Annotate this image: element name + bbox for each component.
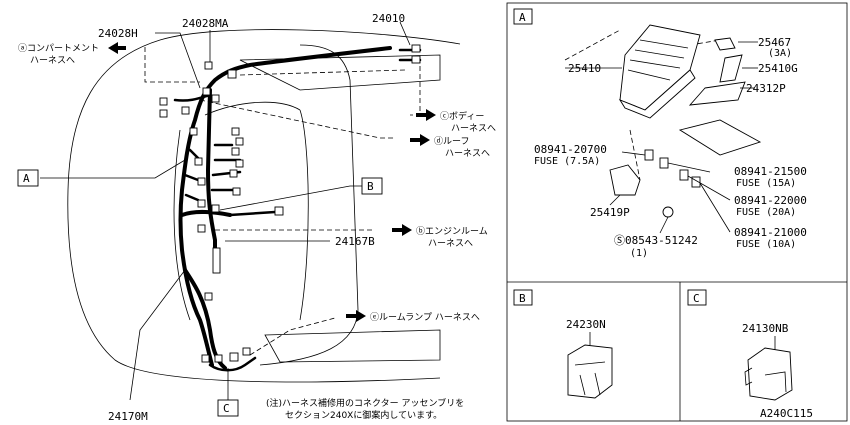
ref-compartment-2: ハーネスへ bbox=[30, 55, 75, 66]
svg-text:A: A bbox=[23, 172, 30, 185]
ref-body-2: ハーネスへ bbox=[451, 123, 496, 134]
callout-a: A bbox=[17, 169, 39, 187]
label-fuse-15a: FUSE (15A) bbox=[736, 178, 796, 189]
label-25467-amp: (3A) bbox=[768, 48, 792, 59]
panel-c-tag: C bbox=[693, 292, 700, 305]
note-line-1: (注)ハーネス補修用のコネクター アッセンブリを bbox=[266, 397, 464, 409]
label-08941-21000: 08941-21000 bbox=[734, 226, 807, 239]
label-24010: 24010 bbox=[372, 12, 405, 25]
label-screw: Ⓢ08543-51242 bbox=[614, 234, 698, 247]
ref-body: ⓒボディー bbox=[440, 110, 484, 122]
ref-roomlamp: ⓔルームランプ ハーネスへ bbox=[370, 312, 480, 323]
arrow-body-icon bbox=[416, 109, 436, 121]
tray bbox=[678, 119, 762, 156]
ref-compartment: ⓐコンパートメント bbox=[18, 43, 99, 54]
arrow-compartment-icon bbox=[108, 42, 126, 54]
label-24028h: 24028H bbox=[98, 27, 138, 40]
arrow-engine-icon bbox=[392, 224, 412, 236]
fuse-21500 bbox=[659, 157, 669, 169]
bracket-25419p bbox=[609, 164, 641, 196]
label-24167b: 24167B bbox=[335, 235, 375, 248]
ref-roof-2: ハーネスへ bbox=[445, 148, 490, 159]
label-25419p: 25419P bbox=[590, 206, 630, 219]
fuse-puller-25410g bbox=[719, 54, 743, 83]
panel-c: C 24130NB bbox=[687, 289, 793, 401]
label-24312p: 24312P bbox=[746, 82, 786, 95]
svg-text:C: C bbox=[223, 402, 230, 415]
fuse-21000 bbox=[691, 176, 701, 188]
panel-frames bbox=[506, 2, 848, 422]
figure-id: A240C115 bbox=[760, 407, 813, 420]
connector-24230n bbox=[567, 344, 613, 399]
label-25410: 25410 bbox=[568, 62, 601, 75]
label-24170m: 24170M bbox=[108, 410, 148, 423]
ref-roof: ⓓルーフ bbox=[434, 136, 469, 147]
label-fuse-7-5a: FUSE (7.5A) bbox=[534, 156, 600, 167]
label-24028ma: 24028MA bbox=[182, 17, 229, 30]
label-screw-qty: (1) bbox=[630, 248, 648, 259]
label-25410g: 25410G bbox=[758, 62, 798, 75]
panel-b: B 24230N bbox=[513, 289, 613, 399]
label-08941-21500: 08941-21500 bbox=[734, 165, 807, 178]
label-08941-20700: 08941-20700 bbox=[534, 143, 607, 156]
label-24230n: 24230N bbox=[566, 318, 606, 331]
car-body-outline bbox=[67, 29, 461, 383]
svg-text:B: B bbox=[367, 180, 374, 193]
fuse-25467 bbox=[714, 37, 736, 51]
callout-c: C bbox=[217, 399, 239, 417]
label-fuse-20a: FUSE (20A) bbox=[736, 207, 796, 218]
ref-engine-2: ハーネスへ bbox=[428, 238, 473, 249]
ref-engine: ⓑエンジンルーム bbox=[416, 226, 488, 237]
label-24130nb: 24130NB bbox=[742, 322, 789, 335]
harness-arrows bbox=[108, 42, 436, 322]
fuse-22000 bbox=[679, 169, 689, 181]
label-25467: 25467 bbox=[758, 36, 791, 49]
panel-a-tag: A bbox=[519, 11, 526, 24]
callout-b: B bbox=[361, 177, 383, 195]
note-line-2: セクション240Xに御案内しています。 bbox=[285, 409, 442, 421]
panel-a: A 25467 (3A) 25410 25410G 24312P 0894 bbox=[513, 8, 807, 259]
wire-harness bbox=[173, 46, 422, 372]
arrow-roomlamp-icon bbox=[346, 310, 366, 322]
label-fuse-10a: FUSE (10A) bbox=[736, 239, 796, 250]
fuse-20700 bbox=[644, 149, 654, 161]
screw-icon bbox=[662, 206, 674, 218]
panel-b-tag: B bbox=[519, 292, 526, 305]
connectors bbox=[159, 44, 421, 363]
arrow-roof-icon bbox=[410, 134, 430, 146]
label-08941-22000: 08941-22000 bbox=[734, 194, 807, 207]
grid-24312p bbox=[688, 81, 746, 106]
fuse-box bbox=[618, 24, 701, 119]
